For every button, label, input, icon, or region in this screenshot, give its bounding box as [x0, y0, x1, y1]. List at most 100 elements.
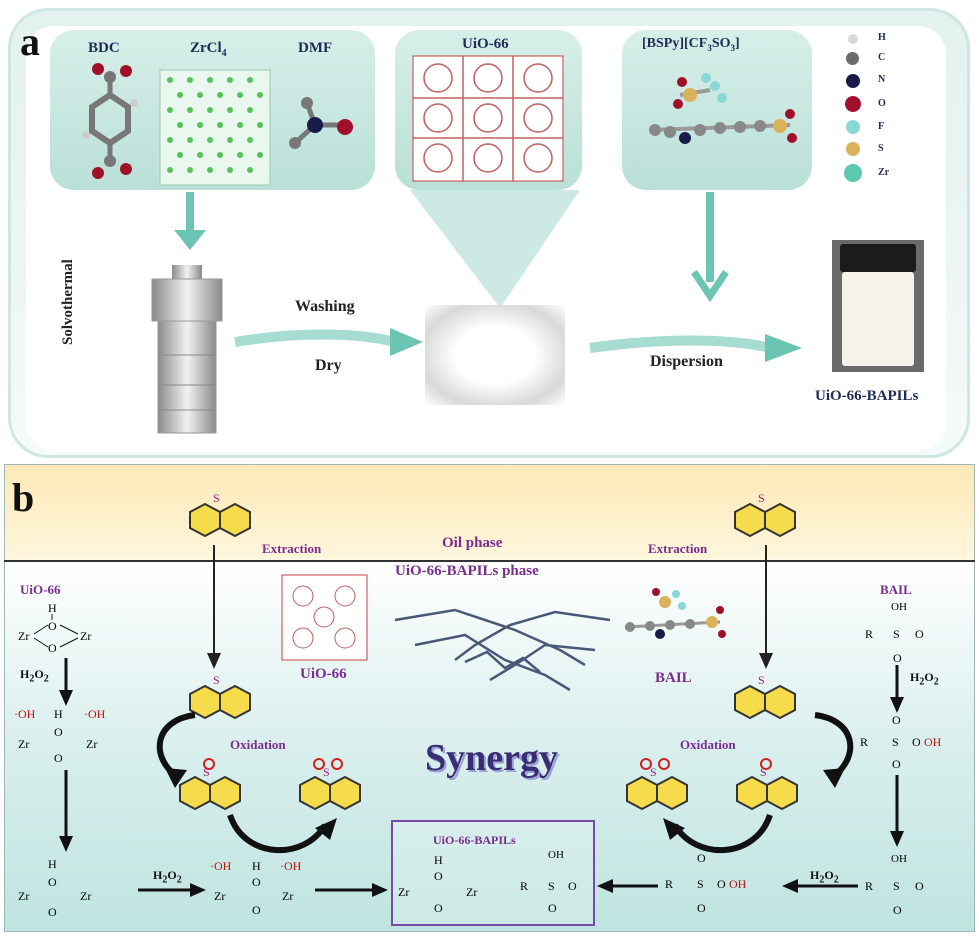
peroxy-sulfonic-1: O R S O OH O: [860, 713, 942, 771]
svg-text:S: S: [213, 491, 220, 505]
legend-f: F: [878, 121, 885, 132]
panel-b-background: [4, 464, 975, 932]
svg-text:O: O: [48, 619, 57, 633]
arrow-extraction-left: [207, 545, 221, 669]
oxidation-left-label: Oxidation: [230, 737, 286, 752]
svg-text:·OH: ·OH: [84, 707, 106, 721]
svg-text:Zr: Zr: [398, 885, 409, 899]
svg-text:O: O: [697, 851, 706, 865]
svg-text:O: O: [915, 879, 924, 893]
svg-text:S: S: [323, 765, 330, 779]
ionic-liquid-box: [622, 30, 812, 190]
svg-text:Zr: Zr: [466, 885, 477, 899]
product-label: UiO-66-BAPILs: [815, 388, 919, 404]
svg-text:OH: OH: [548, 849, 564, 861]
svg-text:Zr: Zr: [80, 889, 91, 903]
svg-text:OH: OH: [729, 877, 747, 891]
dmf-label: DMF: [298, 40, 333, 56]
svg-text:S: S: [760, 765, 767, 779]
svg-text:R: R: [665, 877, 673, 891]
vial-photo: [832, 240, 924, 372]
svg-text:H: H: [434, 853, 443, 867]
arrow-down-precursors: [174, 192, 206, 250]
sulfonic-acid-1: OH R S O O: [865, 601, 924, 665]
svg-text:·OH: ·OH: [210, 859, 232, 873]
svg-text:R: R: [865, 627, 873, 641]
curved-arrow-right-top: [814, 712, 854, 788]
svg-text:H: H: [48, 601, 57, 615]
center-product-frame: [391, 820, 595, 926]
arrow-left-mech-1: [782, 879, 858, 893]
legend-c-dot: [846, 52, 859, 65]
sulfonic-acid-2: OH R S O O: [865, 853, 924, 917]
zr-oh-zr-cluster-2: ·OH ·OH H O O Zr Zr: [14, 707, 106, 765]
svg-text:O: O: [568, 879, 577, 893]
svg-text:Zr: Zr: [86, 737, 97, 751]
oil-phase-label: Oil phase: [442, 535, 503, 551]
legend-h: H: [878, 32, 886, 43]
solvothermal-reactor: [151, 265, 223, 434]
uio66-mechanism-title: UiO-66: [20, 582, 61, 597]
dbt-molecule-il-right: S: [734, 673, 796, 720]
h2o2-label-left: H2O2: [20, 667, 49, 685]
legend-s: S: [878, 143, 884, 154]
svg-text:Zr: Zr: [282, 889, 293, 903]
svg-text:OH: OH: [924, 735, 942, 749]
dry-label: Dry: [315, 357, 342, 374]
svg-text:Zr: Zr: [18, 889, 29, 903]
dmf-molecule: [289, 97, 353, 149]
svg-text:O: O: [54, 725, 63, 739]
arrow-down-mech-2: [59, 770, 73, 852]
bail-center-label: BAIL: [655, 670, 692, 686]
svg-text:R: R: [865, 879, 873, 893]
center-product-title: UiO-66-BAPILs: [433, 833, 516, 847]
bdc-molecule: [82, 63, 138, 179]
extraction-right-label: Extraction: [648, 541, 708, 556]
uio66-small-framework: [281, 574, 368, 661]
solvothermal-label: Solvothermal: [60, 259, 76, 345]
svg-text:·OH: ·OH: [280, 859, 302, 873]
oxidation-right-label: Oxidation: [680, 737, 736, 752]
svg-text:S: S: [548, 879, 555, 893]
arrow-down-mech-1: [59, 658, 73, 706]
svg-text:S: S: [650, 765, 657, 779]
legend-zr: Zr: [878, 167, 890, 178]
svg-text:O: O: [434, 869, 443, 883]
svg-text:O: O: [892, 757, 901, 771]
bail-mechanism-title: BAIL: [880, 582, 912, 597]
curved-arrow-left-top: [156, 712, 196, 788]
bdc-label: BDC: [88, 40, 120, 56]
svg-text:H: H: [48, 857, 57, 871]
dbt-molecule-oil-right: S: [734, 491, 796, 538]
panel-b-letter: b: [12, 475, 35, 520]
arrow-down-bail-2: [890, 775, 904, 847]
curved-arrow-right-bottom: [663, 813, 773, 854]
zr-oh-zr-cluster-3: H O O Zr Zr: [18, 857, 91, 919]
zoom-cone: [410, 190, 580, 308]
washing-label: Washing: [295, 298, 355, 315]
bail-molecule: [624, 588, 726, 639]
ionic-liquid-molecule: [649, 73, 797, 144]
dbt-sulfoxide-right: S: [736, 758, 798, 811]
arrow-down-bail-1: [890, 665, 904, 713]
legend-f-dot: [846, 120, 860, 134]
svg-text:H: H: [54, 707, 63, 721]
handshake-icon: [394, 608, 611, 692]
vial-cap: [840, 244, 916, 272]
arrow-right-mech-2: [315, 883, 388, 897]
svg-text:O: O: [548, 901, 557, 915]
svg-text:S: S: [892, 735, 899, 749]
legend-o: O: [878, 98, 886, 109]
h2o2-label-right: H2O2: [910, 670, 939, 688]
legend-h-dot: [848, 34, 858, 44]
svg-text:O: O: [434, 901, 443, 915]
svg-text:S: S: [203, 765, 210, 779]
svg-text:O: O: [893, 903, 902, 917]
dbt-sulfone-right: S: [626, 758, 688, 811]
svg-text:O: O: [54, 751, 63, 765]
phase-boundary: [4, 560, 975, 562]
dispersion-label: Dispersion: [650, 353, 723, 370]
svg-text:O: O: [697, 901, 706, 915]
legend-o-dot: [845, 96, 861, 112]
dispersion-arrow: [589, 334, 802, 362]
